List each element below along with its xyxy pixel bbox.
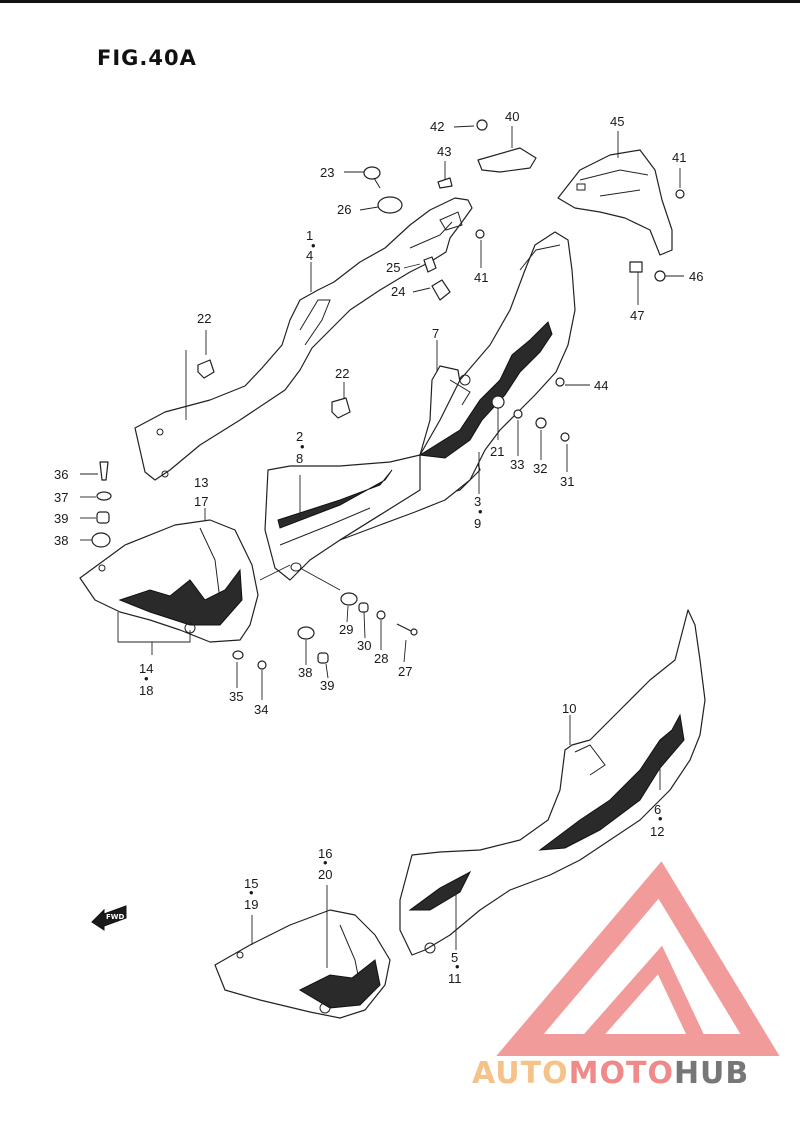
callout-dot-2: • [300, 439, 305, 454]
callout-39b: 39 [320, 678, 334, 693]
callout-22a: 22 [197, 311, 211, 326]
callout-26: 26 [337, 202, 351, 217]
callout-47: 47 [630, 308, 644, 323]
callout-dot-16: • [323, 855, 328, 870]
callout-36: 36 [54, 467, 68, 482]
callout-40: 40 [505, 109, 519, 124]
callout-34: 34 [254, 702, 268, 717]
leader-lines [80, 125, 684, 968]
callout-19: 19 [244, 897, 258, 912]
callout-8: 8 [296, 451, 303, 466]
callout-dot-14: • [144, 671, 149, 686]
callout-dot-6: • [658, 811, 663, 826]
callout-21: 21 [490, 444, 504, 459]
callout-46: 46 [689, 269, 703, 284]
callout-dot-5: • [455, 959, 460, 974]
callout-28: 28 [374, 651, 388, 666]
callout-45: 45 [610, 114, 624, 129]
part-frame-cover-emblem [339, 231, 576, 541]
callout-4: 4 [306, 248, 313, 263]
callout-25: 25 [386, 260, 400, 275]
top-border [0, 0, 800, 3]
callout-17: 17 [194, 494, 208, 509]
callout-3: 3 [474, 494, 481, 509]
part-bracket-40 [477, 147, 537, 173]
callout-37: 37 [54, 490, 68, 505]
part-lower-frame-cover [399, 609, 706, 956]
callout-33: 33 [510, 457, 524, 472]
callout-12: 12 [650, 824, 664, 839]
callout-9: 9 [474, 516, 481, 531]
part-side-shroud-upper [79, 519, 259, 643]
callout-42: 42 [430, 119, 444, 134]
callout-39a: 39 [54, 511, 68, 526]
callout-23: 23 [320, 165, 334, 180]
callout-5: 5 [451, 950, 458, 965]
callout-31: 31 [560, 474, 574, 489]
callout-44: 44 [594, 378, 608, 393]
callout-32: 32 [533, 461, 547, 476]
callout-15: 15 [244, 876, 258, 891]
callout-10: 10 [562, 701, 576, 716]
callout-6: 6 [654, 802, 661, 817]
fwd-label: FWD [106, 913, 125, 921]
hardware-small-parts [91, 119, 685, 670]
callout-24: 24 [391, 284, 405, 299]
callout-16: 16 [318, 846, 332, 861]
watermark-text: AUTOMOTOHUB [472, 1056, 749, 1091]
callout-18: 18 [139, 683, 153, 698]
callout-11: 11 [448, 971, 462, 986]
callout-20: 20 [318, 867, 332, 882]
fwd-arrow-icon: FWD [91, 905, 127, 931]
callout-13: 13 [194, 475, 208, 490]
part-tail-grab [557, 149, 673, 256]
callout-29: 29 [339, 622, 353, 637]
callout-1: 1 [306, 228, 313, 243]
callout-22b: 22 [335, 366, 349, 381]
callout-38a: 38 [54, 533, 68, 548]
watermark-logo-icon [496, 861, 780, 1056]
callout-2: 2 [296, 429, 303, 444]
callout-35: 35 [229, 689, 243, 704]
callout-dot-1: • [311, 238, 316, 253]
callout-41b: 41 [672, 150, 686, 165]
callout-41a: 41 [474, 270, 488, 285]
callout-43: 43 [437, 144, 451, 159]
callout-dot-15: • [249, 885, 254, 900]
callout-27: 27 [398, 664, 412, 679]
callout-14: 14 [139, 661, 153, 676]
callout-30: 30 [357, 638, 371, 653]
callout-7: 7 [432, 326, 439, 341]
figure-title: FIG.40A [97, 46, 197, 70]
callout-numbers: 1 • 4 22 22 23 26 25 24 42 40 43 41 45 4… [54, 109, 703, 986]
part-frame-bracket [134, 197, 473, 481]
callout-38b: 38 [298, 665, 312, 680]
part-side-shroud-lower [214, 909, 391, 1019]
callout-dot-3: • [478, 504, 483, 519]
